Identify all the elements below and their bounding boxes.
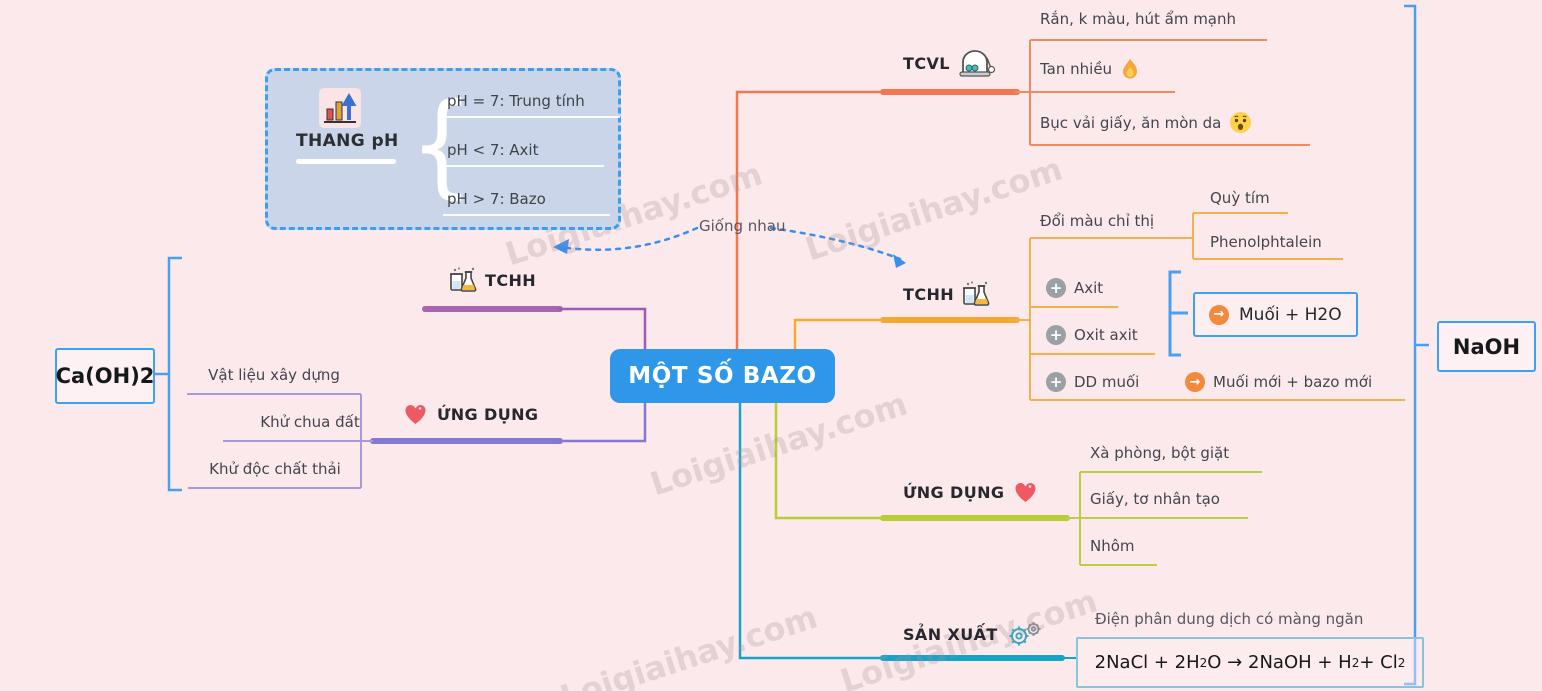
ungdung-item[interactable]: Nhôm: [1090, 537, 1135, 555]
ungdung-item[interactable]: Xà phòng, bột giặt: [1090, 444, 1230, 462]
indicator-child[interactable]: Phenolphtalein: [1210, 233, 1322, 251]
salt-result[interactable]: → Muối mới + bazo mới: [1185, 372, 1372, 392]
right-ungdung-label: ỨNG DỤNG: [903, 482, 1005, 502]
reactant-item[interactable]: + Axit: [1046, 278, 1103, 298]
right-tchh-topic[interactable]: TCHH: [903, 280, 990, 308]
ph-item[interactable]: pH < 7: Axit: [443, 138, 604, 167]
right-ungdung-topic[interactable]: ỨNG DỤNG: [903, 480, 1039, 504]
right-tchh-label: TCHH: [903, 284, 955, 304]
caoh2-node[interactable]: Ca(OH)2: [55, 348, 155, 404]
left-app-item[interactable]: Vật liệu xây dựng: [208, 366, 340, 384]
left-app-item[interactable]: Khử chua đất: [260, 413, 360, 431]
ph-item[interactable]: pH = 7: Trung tính: [443, 89, 620, 118]
arrow-circle-icon: →: [1209, 304, 1229, 325]
tcvl-label: TCVL: [903, 53, 950, 73]
ungdung-item[interactable]: Giấy, tơ nhân tạo: [1090, 490, 1220, 508]
plus-circle-icon: +: [1046, 325, 1066, 345]
reactant-item[interactable]: + Oxit axit: [1046, 325, 1138, 345]
result-box[interactable]: → Muối + H2O: [1193, 292, 1358, 337]
indicator-item[interactable]: Đổi màu chỉ thị: [1040, 212, 1155, 230]
production-method[interactable]: Điện phân dung dịch có màng ngăn: [1095, 610, 1364, 628]
ph-item[interactable]: pH > 7: Bazo: [443, 187, 610, 216]
ph-scale-panel[interactable]: THANG pH { pH = 7: Trung tính pH < 7: Ax…: [265, 68, 621, 230]
curly-brace: {: [409, 80, 474, 210]
fire-icon: [1123, 59, 1138, 79]
indicator-child[interactable]: Quỳ tím: [1210, 189, 1270, 207]
gears-icon: [1009, 622, 1041, 646]
central-topic[interactable]: MỘT SỐ BAZO: [610, 349, 835, 403]
reactant-item[interactable]: + DD muối: [1046, 372, 1139, 392]
left-ungdung-label: ỨNG DỤNG: [437, 404, 539, 424]
naoh-node[interactable]: NaOH: [1437, 321, 1536, 372]
tcvl-topic[interactable]: TCVL: [903, 48, 996, 78]
tcvl-item[interactable]: Bục vải giấy, ăn mòn da: [1040, 111, 1252, 134]
sanxuat-label: SẢN XUẤT: [903, 624, 998, 644]
left-ungdung-topic[interactable]: ỨNG DỤNG: [402, 402, 538, 426]
bar-chart-icon: [319, 88, 361, 128]
left-app-item[interactable]: Khử độc chất thải: [209, 460, 341, 478]
tcvl-item[interactable]: Rắn, k màu, hút ẩm mạnh: [1040, 10, 1237, 28]
ph-scale-title: THANG pH: [296, 131, 399, 151]
heart-icon: [1015, 482, 1036, 502]
tcvl-item[interactable]: Tan nhiều: [1040, 58, 1140, 80]
similarity-label: Giống nhau: [699, 217, 786, 235]
plus-circle-icon: +: [1046, 372, 1066, 392]
flask-icon: [963, 281, 990, 306]
arrow-circle-icon: →: [1185, 372, 1205, 392]
flask-icon: [450, 267, 477, 292]
newtons-cradle-icon: [959, 50, 995, 77]
heart-icon: [405, 404, 426, 424]
surprised-face-icon: [1230, 112, 1252, 133]
plus-circle-icon: +: [1046, 278, 1066, 298]
left-tchh-label: TCHH: [485, 270, 537, 290]
left-tchh-topic[interactable]: TCHH: [449, 266, 536, 294]
ph-title-underline: [296, 159, 396, 164]
sanxuat-topic[interactable]: SẢN XUẤT: [903, 620, 1042, 648]
